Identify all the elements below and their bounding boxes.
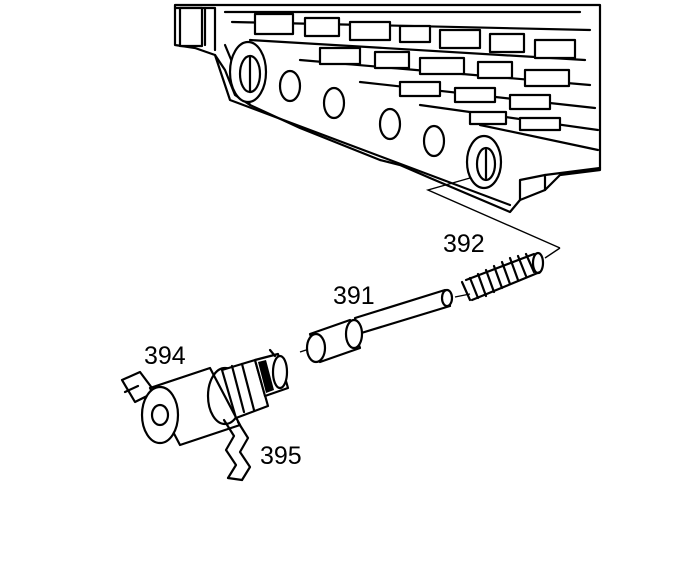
callout-391: 391 [333, 282, 375, 310]
callout-395: 395 [260, 442, 302, 470]
valve-body [173, 3, 602, 214]
callout-394: 394 [144, 342, 186, 370]
retainer-clip [222, 418, 252, 482]
spring [460, 251, 545, 302]
solenoid [120, 348, 290, 447]
callouts: 392 391 394 395 [144, 230, 485, 470]
callout-392: 392 [443, 230, 485, 258]
valve [305, 288, 454, 364]
